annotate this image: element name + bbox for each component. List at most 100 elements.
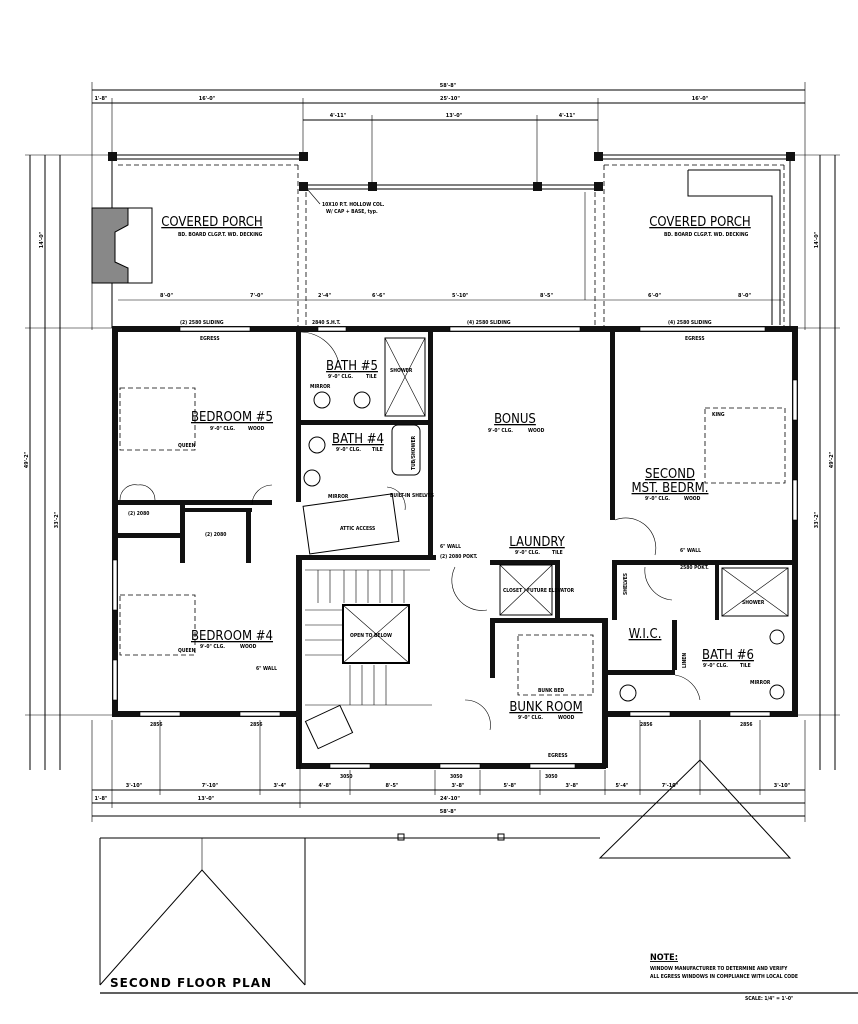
room-bath-4: BATH #4 9'-0" CLG. TILE	[332, 432, 384, 453]
room-bath-6: BATH #6 9'-0" CLG. TILE	[702, 648, 754, 669]
ceiling: 9'-0" CLG.	[645, 496, 670, 502]
room-name: W.I.C.	[629, 627, 662, 642]
floor: TILE	[366, 374, 377, 380]
egress-label: EGRESS	[548, 753, 568, 759]
dim-top: 1'-8"	[94, 96, 107, 102]
dim-porch-mid: 13'-0"	[446, 113, 463, 119]
bed-label: QUEEN	[178, 648, 196, 654]
chair	[304, 704, 354, 750]
ceiling: BD. BOARD CLG.	[664, 232, 706, 238]
floor: TILE	[740, 663, 751, 669]
shower	[721, 567, 789, 617]
built-in-label: BUILT-IN SHELVES	[390, 493, 434, 499]
room-name: BATH #4	[332, 432, 384, 447]
dim-bottom-overall: 58'-8"	[440, 809, 457, 815]
room-name: BONUS	[494, 412, 536, 427]
room-name: BEDROOM #5	[191, 410, 273, 425]
lower-roofs	[99, 720, 792, 986]
dim-bottom: 3'-10"	[126, 783, 143, 789]
toilet	[313, 391, 331, 409]
dim-porch: 8'-0"	[160, 293, 173, 299]
dim-top: 16'-0"	[692, 96, 709, 102]
porch-structure	[111, 154, 791, 328]
dim-side-left: 33'-2"	[54, 511, 60, 528]
shower-label: SHOWER	[742, 600, 765, 606]
note-line: ALL EGRESS WINDOWS IN COMPLIANCE WITH LO…	[650, 974, 798, 980]
dim-bottom: 5'-4"	[615, 783, 628, 789]
dim-porch: 8'-5"	[540, 293, 553, 299]
room-name: BATH #6	[702, 648, 754, 663]
window-label: (2) 2580 SLIDING	[180, 320, 224, 326]
dim-bottom: 13'-0"	[198, 796, 215, 802]
fireplace-chimney	[91, 207, 153, 284]
pocket-label: 2580 POKT.	[680, 565, 709, 571]
toilet	[353, 391, 371, 409]
room-porch-right: COVERED PORCH BD. BOARD CLG. P.T. WD. DE…	[649, 215, 750, 238]
room-name: MST. BEDRM.	[632, 481, 709, 496]
ceiling: 9'-0" CLG.	[336, 447, 361, 453]
window-label: 2840 S.H.T.	[312, 320, 341, 326]
window-size: 2856	[740, 722, 753, 728]
sink	[769, 684, 785, 700]
room-name: LAUNDRY	[509, 535, 565, 550]
floor: P.T. WD. DECKING	[218, 232, 263, 238]
dim-side-left: 14'-0"	[39, 231, 45, 248]
dim-top: 25'-10"	[440, 96, 460, 102]
open-below-label: OPEN TO BELOW	[350, 633, 392, 639]
exterior-walls	[112, 326, 798, 769]
dim-top: 16'-0"	[199, 96, 216, 102]
window-label: (4) 2580 SLIDING	[668, 320, 712, 326]
column-note: 10X10 P.T. HOLLOW COL.	[322, 202, 385, 208]
dim-side-left: 49'-2"	[24, 451, 30, 468]
floor: WOOD	[528, 428, 545, 434]
room-bath-5: BATH #5 9'-0" CLG. TILE	[326, 359, 378, 380]
room-name: SECOND	[645, 467, 695, 482]
toilet	[308, 436, 326, 454]
dim-porch: 2'-4"	[318, 293, 331, 299]
room-laundry: LAUNDRY 9'-0" CLG. TILE	[509, 535, 565, 556]
ceiling: 9'-0" CLG.	[328, 374, 353, 380]
window-size: 3050	[340, 774, 353, 780]
ceiling: 9'-0" CLG.	[703, 663, 728, 669]
floor: WOOD	[248, 426, 265, 432]
door-label: (2) 2080	[205, 532, 226, 538]
mirror-label: MIRROR	[750, 680, 771, 686]
linen-label: LINEN	[682, 653, 688, 668]
note-line: WINDOW MANUFACTURER TO DETERMINE AND VER…	[650, 966, 788, 972]
dim-side-right: 33'-2"	[814, 511, 820, 528]
toilet	[619, 684, 637, 702]
mirror-label: MIRROR	[310, 384, 331, 390]
column-note: W/ CAP + BASE, typ.	[326, 209, 378, 215]
wall-label: 6" WALL	[680, 548, 701, 554]
door-label: (2) 2080	[128, 511, 149, 517]
room-wic: W.I.C.	[629, 627, 662, 642]
dim-porch-mid: 4'-11"	[559, 113, 576, 119]
room-bedroom-4: BEDROOM #4 9'-0" CLG. WOOD	[191, 629, 273, 650]
pocket-label: (2) 2080 POKT.	[440, 554, 478, 560]
note-heading: NOTE:	[650, 953, 678, 963]
floor: P.T. WD. DECKING	[704, 232, 749, 238]
interior-walls	[112, 330, 797, 678]
egress-label: EGRESS	[685, 336, 705, 342]
dim-bottom: 1'-8"	[94, 796, 107, 802]
column	[368, 182, 377, 191]
dim-bottom: 3'-4"	[273, 783, 286, 789]
floor: TILE	[372, 447, 383, 453]
sink	[303, 469, 321, 487]
room-bedroom-5: BEDROOM #5 9'-0" CLG. WOOD	[191, 410, 273, 432]
ceiling: 9'-0" CLG.	[518, 715, 543, 721]
queen-bed	[119, 387, 196, 451]
column	[594, 152, 603, 161]
dim-overall: 58'-8"	[440, 83, 457, 89]
tub	[391, 424, 421, 476]
room-porch-left: COVERED PORCH BD. BOARD CLG. P.T. WD. DE…	[161, 215, 262, 238]
room-name: COVERED PORCH	[649, 215, 750, 230]
wall-label: 6" WALL	[440, 544, 461, 550]
note-block: NOTE: WINDOW MANUFACTURER TO DETERMINE A…	[650, 953, 798, 980]
mirror-label: MIRROR	[328, 494, 349, 500]
floor: TILE	[552, 550, 563, 556]
wall-label: 6" WALL	[256, 666, 277, 672]
top-dimensions: 58'-8" 1'-8" 16'-0" 25'-10" 16'-0" 4'-11…	[91, 82, 806, 330]
window-label: (4) 2580 SLIDING	[467, 320, 511, 326]
room-name: BATH #5	[326, 359, 378, 374]
